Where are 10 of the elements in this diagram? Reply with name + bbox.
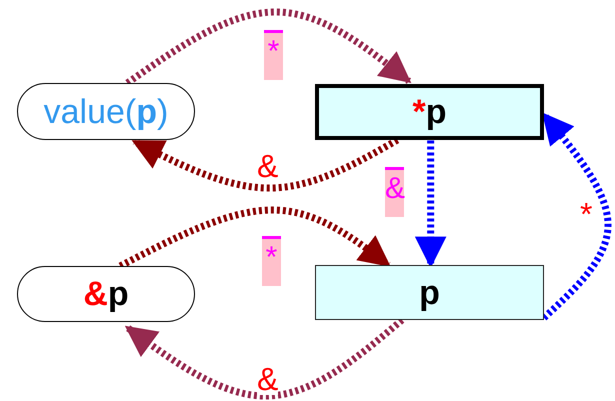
arrow	[125, 8, 412, 86]
process-box	[315, 265, 544, 320]
edge-label: &	[385, 167, 404, 217]
node-label: *p	[412, 95, 446, 129]
node-label: p	[419, 276, 440, 310]
process-box	[315, 84, 544, 140]
node-label: value(p)	[44, 94, 168, 128]
edge-label: *	[262, 236, 281, 286]
edge-label: *	[264, 30, 283, 80]
node-label: &p	[83, 277, 129, 311]
